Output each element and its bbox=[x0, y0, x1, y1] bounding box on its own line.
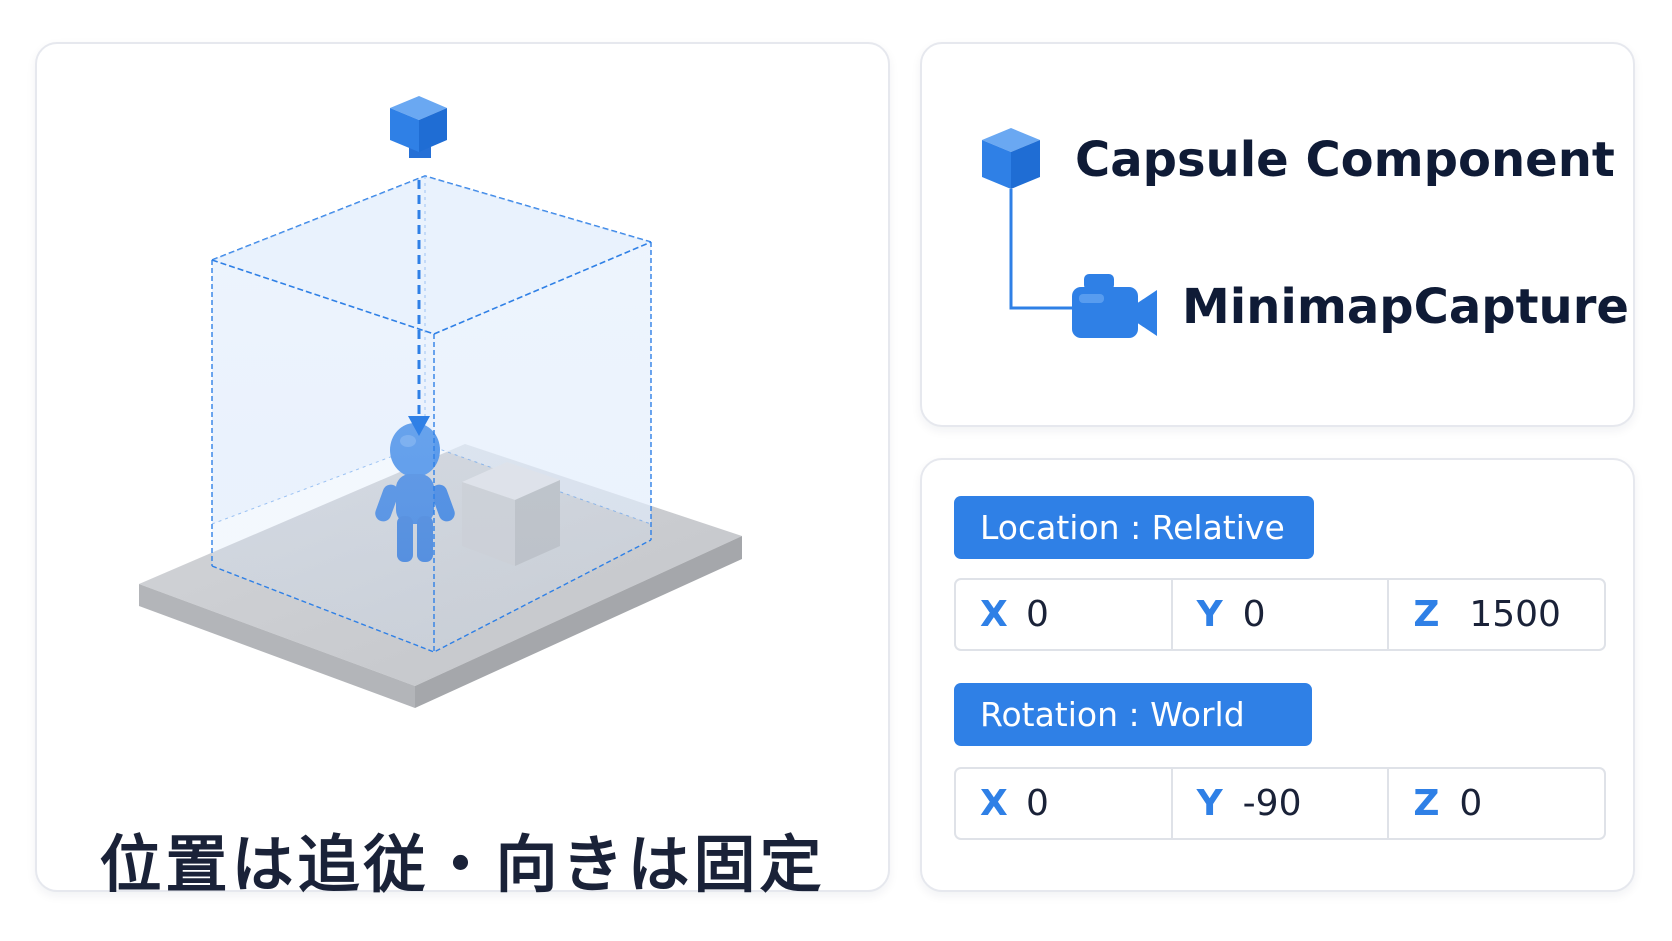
location-x-value: 0 bbox=[1026, 594, 1049, 635]
capture-volume-front bbox=[211, 176, 652, 653]
follow-arrow bbox=[408, 180, 430, 436]
axis-x-label: X bbox=[980, 783, 1008, 824]
camera-icon bbox=[1072, 274, 1157, 338]
tree-connector bbox=[1009, 189, 1074, 310]
axis-x-label: X bbox=[980, 594, 1008, 635]
location-z-field[interactable]: Z 1500 bbox=[1389, 580, 1604, 649]
rotation-y-value: -90 bbox=[1242, 783, 1302, 824]
capture-cube-icon bbox=[390, 96, 447, 158]
cube-icon bbox=[982, 128, 1040, 189]
rotation-x-value: 0 bbox=[1026, 783, 1049, 824]
rotation-z-field[interactable]: Z 0 bbox=[1389, 769, 1604, 838]
rotation-x-field[interactable]: X 0 bbox=[956, 769, 1173, 838]
rotation-y-field[interactable]: Y -90 bbox=[1173, 769, 1390, 838]
capsule-component-label[interactable]: Capsule Component bbox=[1075, 132, 1615, 188]
location-z-value: 1500 bbox=[1469, 594, 1561, 635]
scene-illustration bbox=[139, 96, 742, 708]
axis-z-label: Z bbox=[1413, 783, 1440, 824]
rotation-mode-badge[interactable]: Rotation : World bbox=[954, 683, 1312, 746]
hierarchy-tree bbox=[982, 128, 1157, 338]
minimap-capture-label[interactable]: MinimapCapture bbox=[1182, 279, 1629, 335]
location-vector-row: X 0 Y 0 Z 1500 bbox=[954, 578, 1606, 651]
transform-settings-panel: Location : Relative X 0 Y 0 Z 1500 Rotat… bbox=[920, 458, 1635, 892]
axis-z-label: Z bbox=[1413, 594, 1440, 635]
location-y-field[interactable]: Y 0 bbox=[1173, 580, 1390, 649]
component-hierarchy-panel: Capsule Component MinimapCapture bbox=[920, 42, 1635, 427]
location-y-value: 0 bbox=[1242, 594, 1266, 635]
axis-y-label: Y bbox=[1196, 594, 1223, 635]
location-x-field[interactable]: X 0 bbox=[956, 580, 1173, 649]
axis-y-label: Y bbox=[1196, 783, 1223, 824]
rotation-vector-row: X 0 Y -90 Z 0 bbox=[954, 767, 1606, 840]
scene-panel: 位置は追従・向きは固定 bbox=[35, 42, 890, 901]
scene-caption: 位置は追従・向きは固定 bbox=[99, 828, 826, 901]
rotation-z-value: 0 bbox=[1459, 783, 1483, 824]
location-mode-badge[interactable]: Location : Relative bbox=[954, 496, 1314, 559]
